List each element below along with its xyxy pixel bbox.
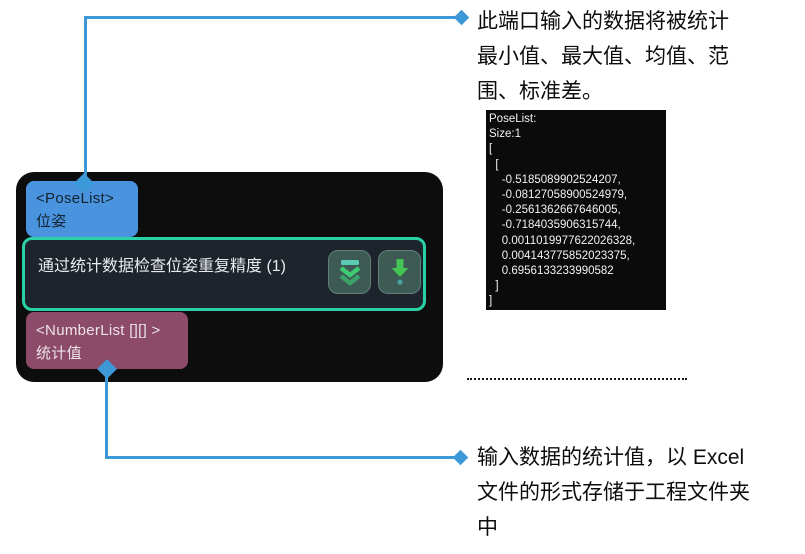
connector-bottom-vertical [105,369,108,459]
download-arrow-icon [391,259,408,285]
connector-top-horizontal [84,16,458,19]
input-port-type: <PoseList> [36,190,115,207]
code-line: 0.004143775852023375, [489,249,630,262]
annotation-input-port: 此端口输入的数据将被统计 最小值、最大值、均值、范 围、标准差。 [477,4,777,109]
step-title: 通过统计数据检查位姿重复精度 (1) [38,258,287,275]
code-line: -0.2561362667646005, [489,204,621,217]
download-output-button[interactable] [378,250,421,294]
output-port-numberlist[interactable]: <NumberList [][] > 统计值 [26,312,188,369]
annotation-line: 此端口输入的数据将被统计 [477,10,729,33]
connector-top-vertical [84,16,87,180]
connector-bottom-end-diamond-icon [452,449,469,466]
annotation-line: 最小值、最大值、均值、范 [477,45,729,68]
step-box[interactable]: 通过统计数据检查位姿重复精度 (1) [22,237,426,311]
annotation-line: 文件的形式存储于工程文件夹 [477,481,750,504]
connector-top-end-diamond-icon [453,9,470,26]
annotation-line: 围、标准差。 [477,80,603,103]
code-line: -0.08127058900524979, [489,189,628,202]
output-port-label: 统计值 [36,345,82,362]
connector-bottom-horizontal [105,456,455,459]
double-chevron-down-icon [339,260,360,286]
step-node: <PoseList> 位姿 通过统计数据检查位姿重复精度 (1) <Numbe [16,172,443,382]
code-line: ] [489,295,493,308]
code-line: ] [489,280,499,293]
collapse-ports-button[interactable] [328,250,371,294]
annotation-line: 中 [477,516,498,539]
dotted-separator [467,378,687,380]
code-line: -0.5185089902524207, [489,173,621,186]
code-line: 0.0011019977622026328, [489,234,636,247]
code-line: -0.7184035906315744, [489,219,621,232]
code-line: Size:1 [489,128,521,141]
input-port-label: 位姿 [36,213,67,230]
code-line: [ [489,158,499,171]
annotation-output-port: 输入数据的统计值，以 Excel 文件的形式存储于工程文件夹 中 [477,440,777,545]
code-line: [ [489,143,493,156]
annotation-line: 输入数据的统计值，以 Excel [477,446,745,469]
poselist-value-tooltip: PoseList: Size:1 [ [ -0.5185089902524207… [486,110,666,310]
output-port-type: <NumberList [][] > [36,322,161,339]
code-line: PoseList: [489,113,537,125]
code-line: 0.6956133233990582 [489,265,614,278]
